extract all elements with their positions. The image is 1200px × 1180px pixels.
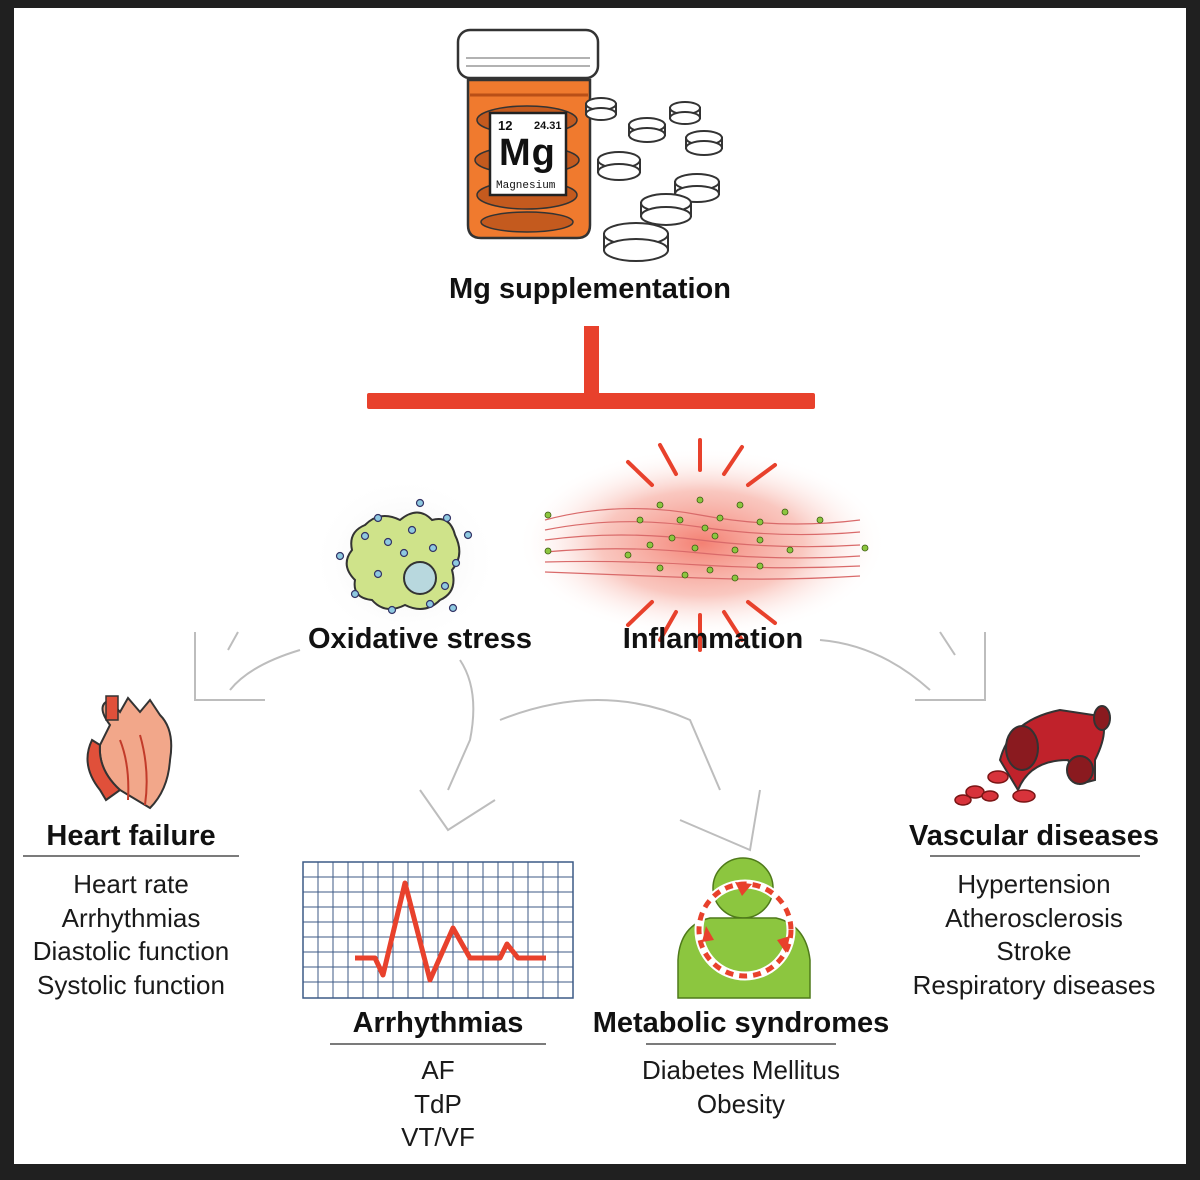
arrhythmias-underline	[330, 1043, 546, 1045]
tablets-icon	[585, 97, 723, 262]
supplementation-title: Mg supplementation	[449, 273, 731, 305]
person-cycle-icon	[677, 857, 811, 999]
vascular-list: Hypertension Atherosclerosis Stroke Resp…	[913, 868, 1156, 1002]
element-number: 12	[498, 118, 513, 133]
element-name: Magnesium	[496, 180, 556, 192]
inflammation-label: Inflammation	[622, 623, 804, 655]
heart-icon	[86, 695, 173, 810]
list-item: Stroke	[996, 936, 1072, 966]
arrow-to-arrhythmias-icon	[419, 789, 496, 832]
list-item: AF	[421, 1055, 455, 1085]
ecg-icon	[302, 861, 574, 999]
heart-failure-title: Heart failure	[46, 820, 216, 852]
list-item: Obesity	[696, 1088, 786, 1119]
metabolic-list: Diabetes Mellitus Obesity	[642, 1054, 840, 1121]
inflamed-tissue-icon	[517, 438, 887, 652]
list-item: VT/VF	[401, 1122, 475, 1152]
inhibition-bar-icon	[367, 326, 815, 409]
heart-failure-underline	[23, 855, 239, 857]
list-item: Hypertension	[957, 869, 1111, 899]
list-item: Heart rate	[73, 869, 189, 899]
blood-vessel-icon	[954, 705, 1111, 806]
atomic-mass: 24.31	[534, 120, 562, 132]
element-symbol: Mg	[499, 132, 556, 174]
list-item: TdP	[414, 1088, 462, 1119]
list-item: Respiratory diseases	[912, 969, 1156, 1000]
arrow-to-vascular-icon	[915, 632, 986, 701]
list-item: Diastolic function	[32, 936, 230, 966]
vascular-underline	[930, 855, 1140, 857]
pill-bottle-icon	[456, 28, 600, 240]
list-item: Systolic function	[37, 969, 225, 1000]
list-item: Diabetes Mellitus	[642, 1055, 840, 1085]
outcome-arrows	[194, 631, 986, 852]
cell-icon	[310, 475, 500, 645]
arrhythmias-list: AF TdP VT/VF	[401, 1054, 475, 1155]
heart-failure-list: Heart rate Arrhythmias Diastolic functio…	[33, 868, 230, 1002]
arrow-to-metabolic-icon	[679, 789, 761, 852]
arrhythmias-title: Arrhythmias	[352, 1007, 524, 1039]
metabolic-underline	[646, 1043, 836, 1045]
list-item: Arrhythmias	[61, 902, 201, 933]
metabolic-title: Metabolic syndromes	[592, 1007, 890, 1039]
vascular-title: Vascular diseases	[909, 820, 1159, 852]
list-item: Atherosclerosis	[945, 902, 1123, 933]
arrow-to-heart-failure-icon	[194, 632, 265, 701]
oxidative-stress-label: Oxidative stress	[307, 623, 533, 655]
